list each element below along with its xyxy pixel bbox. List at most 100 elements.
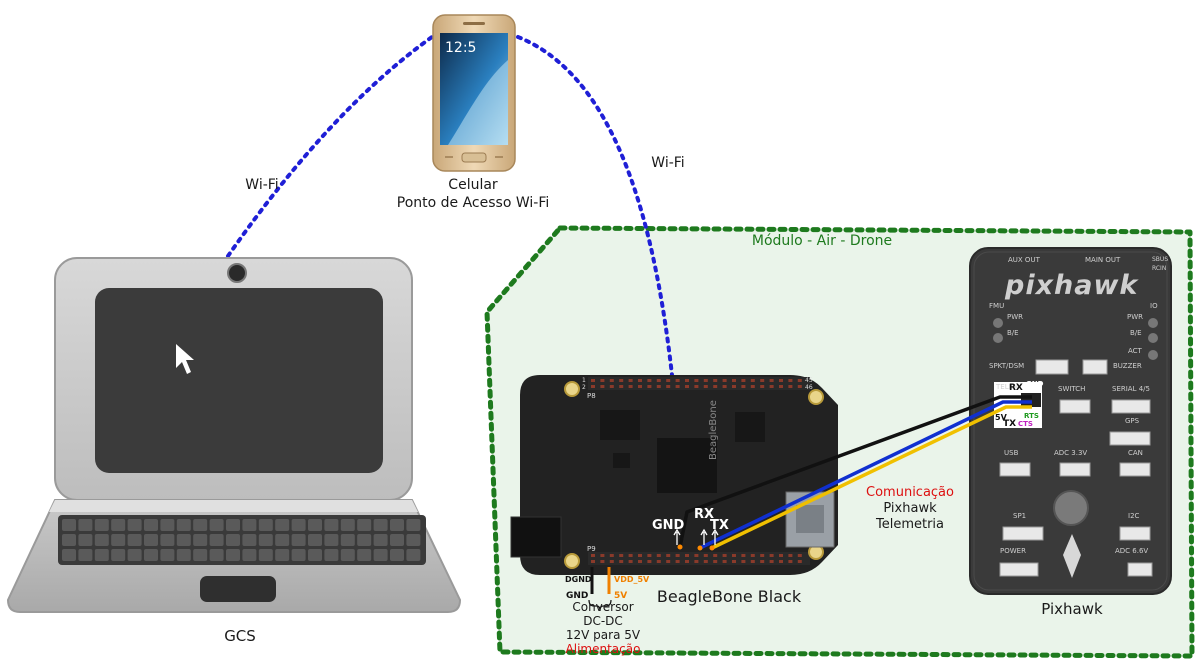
- wire-gnd: [678, 395, 1032, 548]
- adc33-label: ADC 3.3V: [1054, 449, 1088, 457]
- header-pin: [656, 379, 661, 382]
- header-pin: [675, 385, 680, 388]
- header-p9-label: P9: [587, 545, 596, 553]
- keyboard-key: [78, 549, 93, 561]
- mount-hole: [564, 381, 580, 397]
- header-pin: [600, 385, 605, 388]
- comm-line2: Pixhawk: [883, 501, 937, 516]
- header-pin: [750, 379, 755, 382]
- p9-pins: [591, 554, 802, 563]
- laptop: [6, 257, 462, 613]
- keyboard-key: [176, 519, 191, 531]
- pin-45-label: 45: [805, 377, 813, 384]
- power-5v: 5V: [614, 591, 628, 601]
- header-pin: [760, 554, 765, 557]
- header-pin: [694, 379, 699, 382]
- header-pin: [638, 385, 642, 388]
- header-pin: [591, 560, 595, 563]
- laptop-label: GCS: [224, 627, 256, 645]
- keyboard-key: [275, 534, 290, 546]
- power-converter-label: Conversor DC-DC 12V para 5V Alimentação: [566, 600, 641, 656]
- header-pin: [788, 379, 793, 382]
- mount-hole: [564, 553, 580, 569]
- header-pin: [647, 560, 652, 563]
- keyboard-key: [144, 534, 158, 546]
- header-pin: [656, 554, 661, 557]
- header-pin: [685, 560, 689, 563]
- keyboard-key: [340, 549, 355, 561]
- serial-label: SERIAL 4/5: [1112, 385, 1150, 393]
- keyboard-keys: [62, 519, 421, 561]
- act-label: ACT: [1128, 347, 1142, 355]
- keyboard-key: [160, 549, 175, 561]
- pin-46-label: 46: [805, 384, 813, 391]
- power-vdd: VDD_5V: [614, 575, 650, 584]
- telem-pin-tx: TX: [1003, 419, 1017, 429]
- keyboard-key: [62, 549, 76, 561]
- connector: [1111, 399, 1151, 414]
- can-label: CAN: [1128, 449, 1143, 457]
- pin-2-label: 2: [582, 384, 586, 391]
- telem-pin-gnd: GND: [1026, 380, 1044, 388]
- power-wires: [588, 567, 612, 612]
- header-pin: [628, 385, 633, 388]
- keyboard-key: [390, 519, 404, 531]
- header-pin: [750, 560, 755, 563]
- header-pin: [779, 385, 783, 388]
- keyboard-key: [193, 534, 208, 546]
- header-pin: [675, 379, 680, 382]
- keyboard-key: [357, 549, 372, 561]
- keyboard-key: [127, 549, 142, 561]
- header-pin: [713, 560, 718, 563]
- keyboard-key: [291, 549, 306, 561]
- keyboard-key: [111, 534, 126, 546]
- keyboard-key: [275, 519, 290, 531]
- bbb-gnd-label: GND: [652, 518, 685, 533]
- header-pin: [797, 554, 802, 557]
- usb-label: USB: [1004, 449, 1019, 457]
- power-dgnd: DGND: [565, 575, 592, 584]
- adc66-label: ADC 6.6V: [1115, 547, 1149, 555]
- header-pin: [685, 385, 689, 388]
- keyboard-key: [390, 534, 404, 546]
- header-pin: [694, 554, 699, 557]
- telem-pin-cts: CTS: [1018, 420, 1033, 428]
- header-pin: [750, 554, 755, 557]
- power-line4: Alimentação: [565, 642, 641, 656]
- header-pin: [779, 379, 783, 382]
- led: [1148, 350, 1158, 360]
- keyboard-key: [242, 534, 257, 546]
- keyboard-key: [176, 549, 191, 561]
- power-line1: Conversor: [572, 600, 634, 614]
- header-pin: [656, 560, 661, 563]
- header-pin: [694, 560, 699, 563]
- sbus-label: SBUS: [1152, 256, 1169, 263]
- header-pin: [741, 554, 746, 557]
- pixhawk-logo: pixhawk: [1005, 270, 1139, 301]
- keyboard-key: [94, 534, 109, 546]
- connector: [1059, 399, 1091, 414]
- spkt-label: SPKT/DSM: [989, 362, 1025, 370]
- header-pin: [628, 560, 633, 563]
- keyboard-key: [308, 549, 322, 561]
- wifi-label-left: Wi-Fi: [245, 177, 279, 193]
- header-pin: [619, 379, 624, 382]
- header-pin: [591, 379, 595, 382]
- keyboard-key: [78, 519, 93, 531]
- keyboard-key: [226, 549, 240, 561]
- buzzer-label: BUZZER: [1113, 362, 1142, 370]
- header-pin: [722, 385, 727, 388]
- power-line2: DC-DC: [583, 614, 623, 628]
- wifi-label-right: Wi-Fi: [651, 155, 685, 171]
- mount-hole: [808, 389, 824, 405]
- header-pin: [685, 379, 689, 382]
- keyboard-key: [209, 519, 224, 531]
- pixhawk-board: [969, 247, 1172, 595]
- header-pin: [703, 554, 708, 557]
- keyboard-key: [258, 549, 273, 561]
- keyboard-key: [193, 519, 208, 531]
- chip: [735, 412, 765, 442]
- telemetry-wires: [673, 395, 1032, 551]
- connector: [1109, 431, 1151, 446]
